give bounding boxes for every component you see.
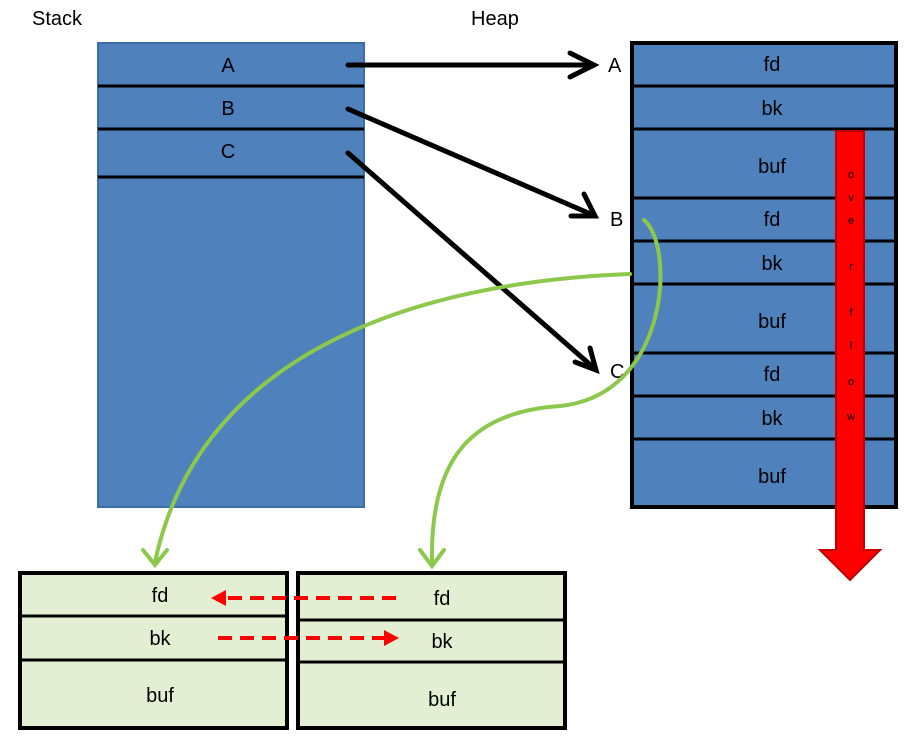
stack-title: Stack <box>32 8 83 30</box>
pointer-arrow-a <box>345 50 600 80</box>
heap-chunk-c-fd: fd <box>764 364 781 386</box>
heap-chunk-a-bk: bk <box>761 98 783 120</box>
overflow-letter: f <box>849 307 853 319</box>
bottom-right-buf: buf <box>428 689 456 711</box>
link-arrow-bk <box>218 630 399 646</box>
heap-chunk-b-fd: fd <box>764 209 781 231</box>
overflow-letter: v <box>848 192 854 204</box>
bottom-right-bk: bk <box>431 631 453 653</box>
pointer-arrows <box>345 50 600 375</box>
stack-slot-b: B <box>221 98 234 120</box>
pointer-arrow-c <box>345 150 600 375</box>
stack-frame <box>97 42 365 508</box>
overflow-arrow: o v e r f l o w <box>817 130 883 582</box>
bottom-chunk-left: fd bk buf <box>18 571 289 730</box>
heap-chunk-c-buf: buf <box>758 466 786 488</box>
overflow-letter: o <box>848 169 854 181</box>
bottom-chunk-left-frame <box>18 571 289 730</box>
green-curve-right <box>418 218 663 570</box>
overflow-letter: e <box>848 215 854 227</box>
pointer-arrow-b <box>345 106 600 219</box>
bottom-left-buf: buf <box>146 685 174 707</box>
heap-title: Heap <box>471 8 519 30</box>
bottom-left-fd: fd <box>152 585 169 607</box>
overflow-letter: w <box>846 411 855 423</box>
heap-chunk-b-bk: bk <box>761 253 783 275</box>
heap-chunk-a-buf: buf <box>758 156 786 178</box>
overflow-letter: r <box>849 261 853 273</box>
overflow-letter: o <box>848 376 854 388</box>
heap-label-a: A <box>608 55 622 77</box>
stack-slot-a: A <box>221 55 235 77</box>
link-arrow-fd <box>211 590 396 606</box>
heap-chunk-b-buf: buf <box>758 311 786 333</box>
stack-slot-c: C <box>221 141 235 163</box>
heap-chunk-a-fd: fd <box>764 54 781 76</box>
heap-chunk-c-bk: bk <box>761 408 783 430</box>
heap-label-b: B <box>610 209 623 231</box>
overflow-letter: l <box>850 340 852 352</box>
bottom-right-fd: fd <box>434 588 451 610</box>
stack-block: A B C <box>97 42 365 508</box>
green-curve-left <box>141 272 632 569</box>
bottom-left-bk: bk <box>149 628 171 650</box>
